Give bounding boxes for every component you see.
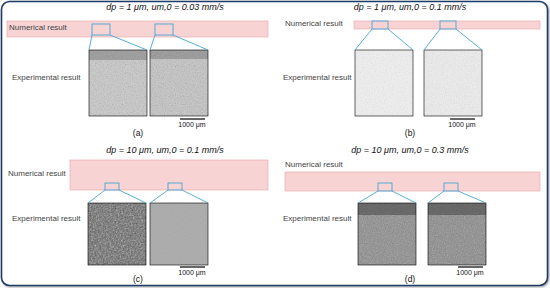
- row-label: Experimental result: [283, 215, 351, 224]
- row-label: Experimental result: [283, 74, 351, 83]
- row-label: Numerical result: [285, 161, 343, 170]
- panel-letter: (d): [405, 275, 415, 284]
- row-label: Numerical result: [285, 20, 343, 29]
- condition-heading: dp = 10 μm, um,0 = 0.1 mm/s: [106, 146, 223, 156]
- row-label: Experimental result: [12, 215, 80, 224]
- outer-frame: [2, 2, 548, 286]
- condition-heading: dp = 10 μm, um,0 = 0.3 mm/s: [351, 146, 468, 156]
- scale-label: 1000 μm: [448, 121, 475, 129]
- scale-bars: [180, 119, 483, 267]
- row-label: Experimental result: [12, 74, 80, 83]
- scale-label: 1000 μm: [178, 269, 205, 277]
- panel-letter: (b): [405, 129, 415, 138]
- condition-heading: dp = 1 μm, um,0 = 0.1 mm/s: [354, 3, 466, 13]
- row-label: Numerical result: [8, 170, 66, 179]
- row-label: Numerical result: [9, 24, 67, 33]
- scale-label: 1000 μm: [456, 269, 483, 277]
- zoom-markers: [88, 21, 486, 203]
- numerical-bars: [7, 21, 540, 191]
- condition-heading: dp = 1 μm, um,0 = 0.03 mm/s: [106, 3, 223, 13]
- experiment-images: [88, 50, 486, 265]
- panel-letter: (a): [133, 129, 143, 138]
- scale-label: 1000 μm: [178, 121, 205, 129]
- panel-letter: (c): [133, 275, 143, 284]
